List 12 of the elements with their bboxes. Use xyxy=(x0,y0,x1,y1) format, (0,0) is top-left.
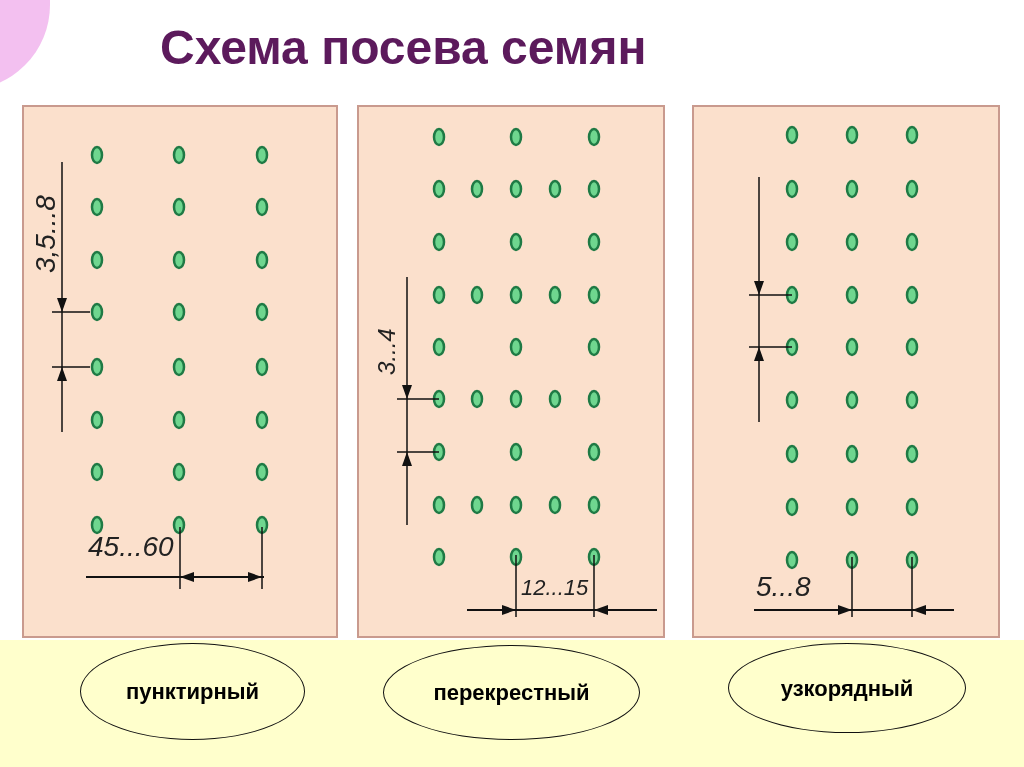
method-label: пунктирный xyxy=(125,678,260,706)
seeding-panel xyxy=(692,105,1000,638)
dimension-label: 3...4 xyxy=(375,328,399,375)
title: Схема посева семян xyxy=(160,20,647,76)
seeding-panel xyxy=(357,105,665,638)
seeding-panel xyxy=(22,105,338,638)
dimension-label: 3,5...8 xyxy=(32,195,60,273)
dimension-label: 5...8 xyxy=(756,573,811,601)
dimension-label: 12...15 xyxy=(521,577,589,599)
dimension-label: 45...60 xyxy=(88,533,174,561)
method-label: перекрестный xyxy=(433,679,590,707)
method-label: узкорядный xyxy=(780,674,914,703)
